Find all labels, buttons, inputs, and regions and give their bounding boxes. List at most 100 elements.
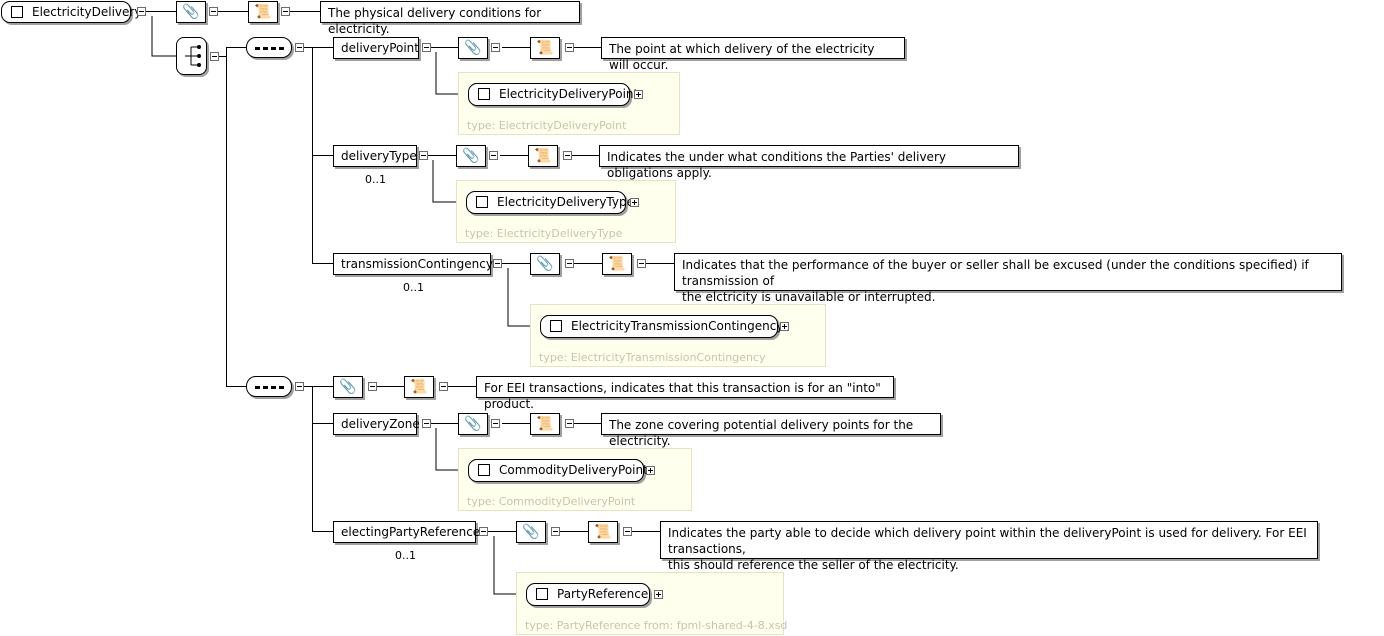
collapse-button[interactable]: [419, 151, 428, 160]
choice-compositor[interactable]: [176, 37, 207, 75]
collapse-button[interactable]: [210, 52, 219, 61]
root-element-ElectricityDelivery[interactable]: ElectricityDelivery: [1, 1, 142, 23]
scroll-icon: 📜: [608, 256, 626, 272]
type-box-ElectricityDeliveryPoint: ElectricityDeliveryPoint type: Electrici…: [458, 72, 680, 135]
element-transmissionContingency[interactable]: transmissionContingency: [333, 253, 493, 275]
element-deliveryZone[interactable]: deliveryZone: [333, 413, 420, 435]
type-box-ElectricityTransmissionContingency: ElectricityTransmissionContingency type:…: [530, 304, 826, 367]
documentation-line: Indicates that the performance of the bu…: [682, 258, 1309, 288]
expand-button[interactable]: [630, 198, 639, 207]
cardinality-label: 0..1: [365, 173, 386, 186]
element-checkbox-icon: [476, 196, 488, 208]
collapse-button[interactable]: [565, 419, 574, 428]
element-checkbox-icon: [536, 588, 548, 600]
documentation-text: Indicates the party able to decide which…: [660, 521, 1318, 572]
type-label: type: PartyReference from: fpml-shared-4…: [525, 619, 788, 632]
type-element-ElectricityTransmissionContingency[interactable]: ElectricityTransmissionContingency: [540, 315, 784, 338]
element-name: ElectricityDeliveryPoint: [499, 87, 639, 101]
scroll-icon: 📜: [536, 416, 554, 432]
collapse-button[interactable]: [281, 7, 290, 16]
element-electingPartyReference[interactable]: electingPartyReference: [333, 521, 480, 543]
annotation-box[interactable]: 📎: [176, 1, 206, 23]
collapse-button[interactable]: [491, 43, 500, 52]
collapse-button[interactable]: [439, 382, 448, 391]
collapse-button[interactable]: [479, 527, 488, 536]
documentation-text: The physical delivery conditions for ele…: [320, 1, 580, 36]
documentation-text: The point at which delivery of the elect…: [601, 37, 905, 72]
sequence-compositor-2[interactable]: [246, 376, 292, 397]
documentation-text: Indicates that the performance of the bu…: [674, 253, 1342, 304]
documentation-text: The zone covering potential delivery poi…: [601, 413, 941, 448]
type-element-ElectricityDeliveryPoint[interactable]: ElectricityDeliveryPoint: [468, 83, 639, 106]
collapse-button[interactable]: [368, 382, 377, 391]
element-name: ElectricityDeliveryType: [497, 195, 634, 209]
documentation-text: For EEI transactions, indicates that thi…: [476, 376, 894, 411]
annotation-box[interactable]: 📎: [456, 145, 486, 167]
collapse-button[interactable]: [422, 419, 431, 428]
type-box-CommodityDeliveryPoint: CommodityDeliveryPoint type: CommodityDe…: [458, 448, 692, 511]
scroll-icon: 📜: [410, 379, 428, 395]
element-name: ElectricityTransmissionContingency: [571, 319, 784, 333]
collapse-button[interactable]: [637, 259, 646, 268]
cardinality-label: 0..1: [395, 549, 416, 562]
documentation-box[interactable]: 📜: [248, 1, 278, 23]
element-checkbox-icon: [478, 464, 490, 476]
element-checkbox-icon: [11, 6, 23, 18]
collapse-button[interactable]: [137, 7, 146, 16]
paperclip-icon: 📎: [522, 524, 540, 540]
collapse-button[interactable]: [623, 527, 632, 536]
element-deliveryPoint[interactable]: deliveryPoint: [333, 37, 419, 59]
type-element-ElectricityDeliveryType[interactable]: ElectricityDeliveryType: [466, 191, 634, 214]
collapse-button[interactable]: [295, 382, 304, 391]
paperclip-icon: 📎: [339, 379, 357, 395]
type-label: type: CommodityDeliveryPoint: [467, 495, 636, 508]
type-element-PartyReference[interactable]: PartyReference: [526, 583, 650, 606]
documentation-line: the elctricity is unavailable or interru…: [682, 290, 936, 304]
type-box-ElectricityDeliveryType: ElectricityDeliveryType type: Electricit…: [456, 180, 676, 243]
documentation-box[interactable]: 📜: [588, 521, 618, 543]
element-name: PartyReference: [557, 587, 649, 601]
documentation-line: Indicates the party able to decide which…: [668, 526, 1307, 556]
scroll-icon: 📜: [534, 148, 552, 164]
type-label: type: ElectricityTransmissionContingency: [539, 351, 766, 364]
collapse-button[interactable]: [565, 259, 574, 268]
collapse-button[interactable]: [491, 419, 500, 428]
paperclip-icon: 📎: [464, 416, 482, 432]
expand-button[interactable]: [654, 590, 663, 599]
documentation-box[interactable]: 📜: [404, 376, 434, 398]
documentation-box[interactable]: 📜: [530, 413, 560, 435]
scroll-icon: 📜: [594, 524, 612, 540]
annotation-box[interactable]: 📎: [333, 376, 363, 398]
documentation-box[interactable]: 📜: [530, 37, 560, 59]
annotation-box[interactable]: 📎: [516, 521, 546, 543]
documentation-box[interactable]: 📜: [528, 145, 558, 167]
collapse-button[interactable]: [563, 151, 572, 160]
documentation-text: Indicates the under what conditions the …: [599, 145, 1019, 180]
paperclip-icon: 📎: [536, 256, 554, 272]
collapse-button[interactable]: [209, 7, 218, 16]
type-element-CommodityDeliveryPoint[interactable]: CommodityDeliveryPoint: [468, 459, 648, 482]
expand-button[interactable]: [646, 466, 655, 475]
choice-icon: [177, 38, 206, 74]
annotation-box[interactable]: 📎: [530, 253, 560, 275]
collapse-button[interactable]: [489, 151, 498, 160]
documentation-line: this should reference the seller of the …: [668, 558, 959, 572]
annotation-box[interactable]: 📎: [458, 37, 488, 59]
type-box-PartyReference: PartyReference type: PartyReference from…: [516, 572, 788, 635]
cardinality-label: 0..1: [403, 281, 424, 294]
annotation-box[interactable]: 📎: [458, 413, 488, 435]
element-deliveryType[interactable]: deliveryType: [333, 145, 417, 167]
collapse-button[interactable]: [565, 43, 574, 52]
collapse-button[interactable]: [422, 43, 431, 52]
element-checkbox-icon: [478, 88, 490, 100]
expand-button[interactable]: [634, 90, 643, 99]
collapse-button[interactable]: [295, 43, 304, 52]
collapse-button[interactable]: [493, 259, 502, 268]
documentation-box[interactable]: 📜: [602, 253, 632, 275]
sequence-compositor-1[interactable]: [246, 37, 292, 58]
collapse-button[interactable]: [551, 527, 560, 536]
element-name: ElectricityDelivery: [32, 5, 142, 19]
expand-button[interactable]: [780, 322, 789, 331]
scroll-icon: 📜: [254, 4, 272, 20]
